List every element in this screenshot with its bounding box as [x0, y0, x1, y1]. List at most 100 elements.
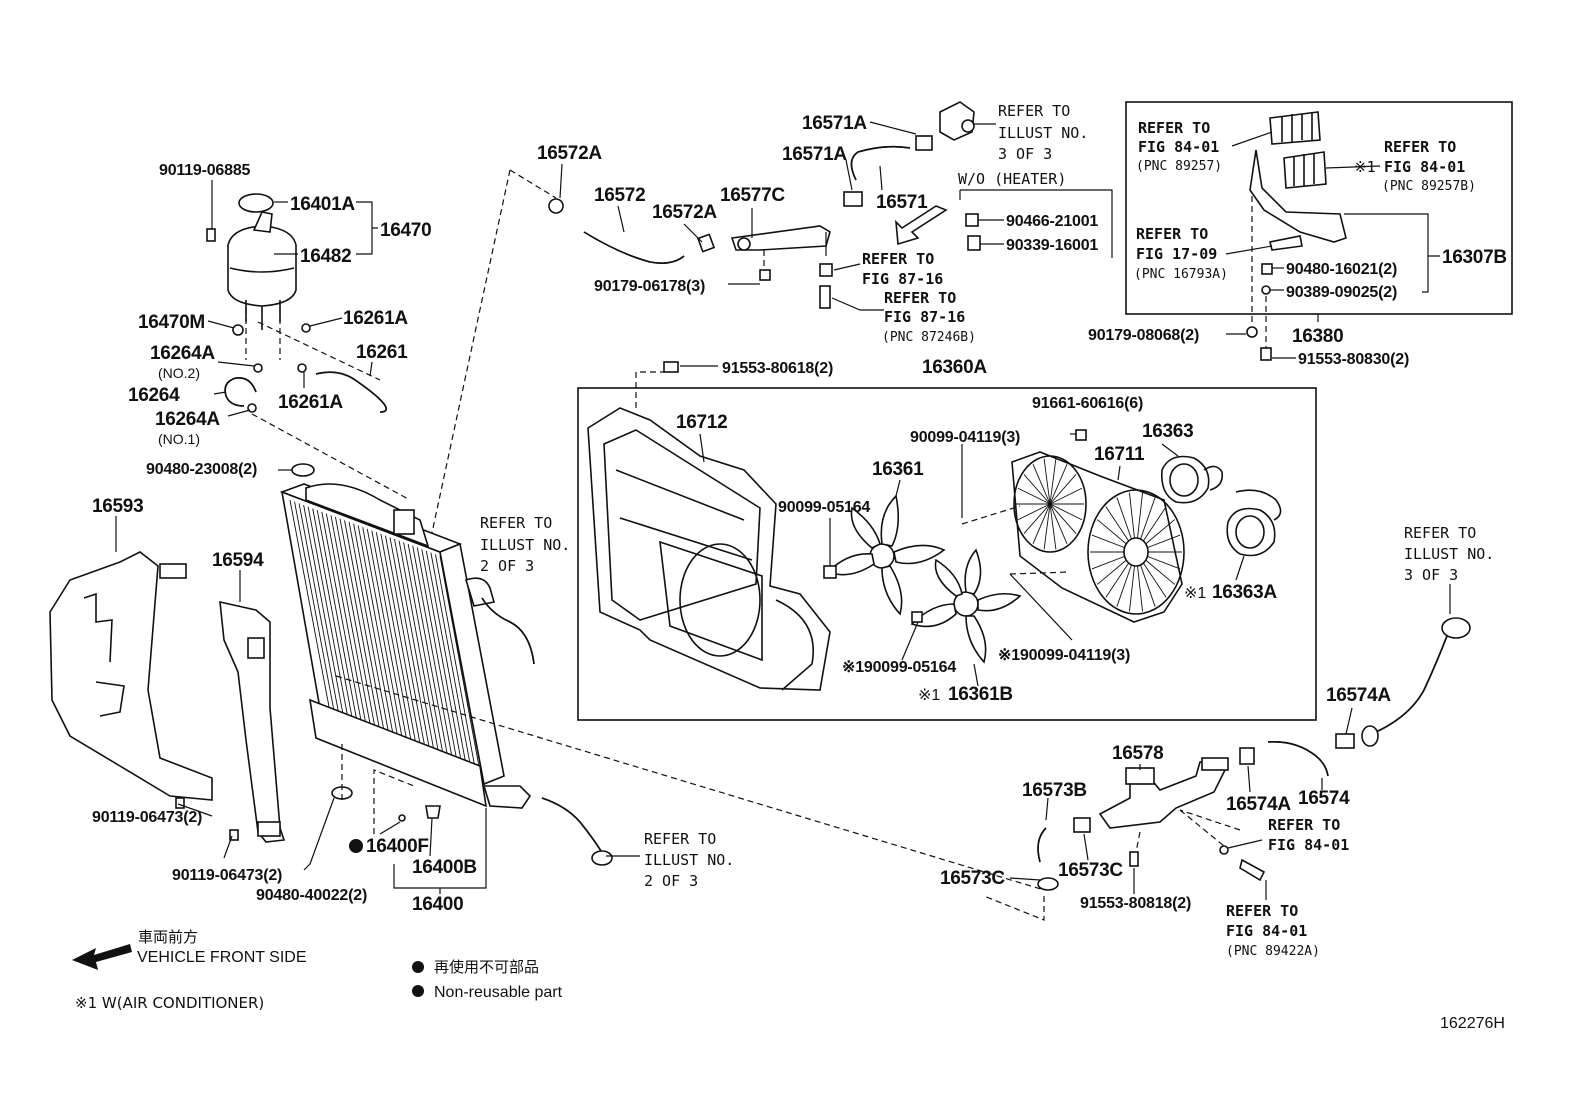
- radiator-fin-line: [385, 535, 426, 751]
- label-91553-80818: 91553-80818(2): [1080, 895, 1191, 912]
- ref-fig84-b-line3: (PNC 89422A): [1226, 944, 1320, 959]
- radiator-fin-line: [307, 506, 349, 720]
- radiator-fin-line: [321, 511, 363, 725]
- label-16573C-left: 16573C: [940, 868, 1005, 889]
- radiator-fin-line: [325, 513, 367, 727]
- ref-fig84-right-line3: (PNC 89257B): [1382, 179, 1476, 194]
- label-16361B: 16361B: [948, 684, 1013, 705]
- label-16264A-no1: 16264A: [155, 409, 220, 430]
- label-16470M: 16470M: [138, 312, 205, 333]
- fan-spoke-line: [1023, 474, 1051, 505]
- ref-fig84-right-line1: REFER TO: [1384, 138, 1456, 156]
- radiator-fin-line: [435, 554, 476, 771]
- legend-nonreuse-en: Non-reusable part: [434, 984, 563, 1001]
- label-90389-09025: 90389-09025(2): [1286, 284, 1397, 301]
- radiator-fin-line: [398, 540, 440, 756]
- legend-front-jp: 車両前方: [138, 928, 198, 946]
- upper-hoses-drawing: [548, 101, 981, 309]
- radiator-drawing: [279, 463, 532, 822]
- label-91553-80618: 91553-80618(2): [722, 360, 833, 377]
- label-90179-06178: 90179-06178(3): [594, 278, 705, 295]
- fan-spoke-line: [1049, 463, 1068, 505]
- label-16470: 16470: [380, 220, 431, 241]
- radiator-fin-line: [348, 521, 390, 736]
- ref-fig87-b-line3: (PNC 87246B): [882, 330, 976, 345]
- label-16571A-top: 16571A: [802, 113, 867, 134]
- ref-fig17-line1: REFER TO: [1136, 225, 1208, 243]
- fan-spoke-line: [1049, 503, 1057, 550]
- fan-shroud-b-drawing: [1011, 451, 1185, 623]
- label-16264: 16264: [128, 385, 180, 406]
- ref-fig84-a-line1: REFER TO: [1268, 816, 1340, 834]
- radiator-fin-line: [425, 550, 467, 767]
- label-16577C: 16577C: [720, 185, 785, 206]
- ref-fig84-b-line2: FIG 84-01: [1226, 922, 1307, 940]
- label-16401A: 16401A: [290, 194, 355, 215]
- radiator-fin-line: [312, 508, 354, 722]
- ref-illust-3of3-right-line1: REFER TO: [1404, 524, 1476, 542]
- vehicle-front-arrow: [72, 944, 132, 970]
- label-16261A-top: 16261A: [343, 308, 408, 329]
- label-90480-16021: 90480-16021(2): [1286, 261, 1397, 278]
- ref-illust-3of3-right-line2: ILLUST NO.: [1404, 545, 1494, 563]
- label-x1-90099-05164: ※190099-05164: [842, 659, 956, 676]
- label-16261: 16261: [356, 342, 408, 363]
- label-no1: (NO.1): [158, 431, 200, 447]
- label-90099-05164: 90099-05164: [778, 499, 870, 516]
- radiator-hoses-drawing: [481, 597, 613, 866]
- reservoir-leaders: [207, 180, 411, 501]
- radiator-fin-line: [421, 549, 463, 765]
- fan-spoke-line: [1049, 503, 1083, 521]
- ref-fig87-a-line1: REFER TO: [862, 250, 934, 268]
- ref-illust-3of3-top-line1: REFER TO: [998, 102, 1070, 120]
- ref-fig84-left-line3: (PNC 89257): [1136, 159, 1222, 174]
- label-91553-80830: 91553-80830(2): [1298, 351, 1409, 368]
- legend-note-1: ※1 W(AIR CONDITIONER): [75, 994, 264, 1012]
- label-16574A-top: 16574A: [1326, 685, 1391, 706]
- label-x1-90099-04119: ※190099-04119(3): [998, 647, 1130, 664]
- label-16482: 16482: [300, 246, 351, 267]
- ecu-bracket-box: [1125, 101, 1513, 315]
- radiator-fin-line: [380, 533, 422, 749]
- ref-illust-3of3-top-line3: 3 OF 3: [998, 145, 1052, 163]
- fan-spoke-line: [1049, 503, 1077, 534]
- label-16574A-bottom: 16574A: [1226, 794, 1291, 815]
- label-16712: 16712: [676, 412, 727, 433]
- fan-shroud-spokes-a: [1016, 458, 1084, 550]
- radiator-fin-line: [335, 516, 376, 731]
- label-16307B: 16307B: [1442, 247, 1507, 268]
- radiator-fin-line: [330, 515, 372, 729]
- ref-fig87-a-line2: FIG 87-16: [862, 270, 943, 288]
- radiator-fin-line: [430, 552, 472, 769]
- fan-spoke-line: [1049, 503, 1068, 545]
- radiator-fin-line: [403, 542, 445, 758]
- ref-illust-2of3-b-line1: REFER TO: [644, 830, 716, 848]
- label-16711: 16711: [1094, 444, 1145, 465]
- fan-shroud-drawing: [587, 407, 831, 691]
- radiator-core-fins: [289, 499, 481, 773]
- ref-illust-3of3-top-line2: ILLUST NO.: [998, 124, 1088, 142]
- ref-illust-2of3-a-line2: ILLUST NO.: [480, 536, 570, 554]
- label-16400B: 16400B: [412, 857, 477, 878]
- label-90099-04119: 90099-04119(3): [910, 429, 1020, 446]
- label-16573C-mid: 16573C: [1058, 860, 1123, 881]
- legend-front-en: VEHICLE FRONT SIDE: [137, 949, 307, 966]
- radiator-fin-line: [416, 547, 458, 763]
- label-16400F: 16400F: [366, 836, 429, 857]
- fan-spoke-line: [1049, 458, 1057, 505]
- radiator-seals-drawing: [49, 551, 286, 843]
- label-16363A: 16363A: [1212, 582, 1277, 603]
- ecu-bracket-drawing: [1249, 111, 1347, 295]
- fan-motors-drawing: [1160, 455, 1282, 557]
- ref-illust-2of3-b-line2: ILLUST NO.: [644, 851, 734, 869]
- label-16571A-second: 16571A: [782, 144, 847, 165]
- ref-illust-2of3-a-line1: REFER TO: [480, 514, 552, 532]
- radiator-fin-line: [339, 518, 381, 733]
- ref-fig84-left-line2: FIG 84-01: [1138, 138, 1219, 156]
- radiator-fin-line: [371, 530, 413, 745]
- radiator-fin-line: [366, 528, 408, 743]
- label-16572: 16572: [594, 185, 645, 206]
- ref-fig87-b-line2: FIG 87-16: [884, 308, 965, 326]
- radiator-fin-line: [303, 505, 345, 718]
